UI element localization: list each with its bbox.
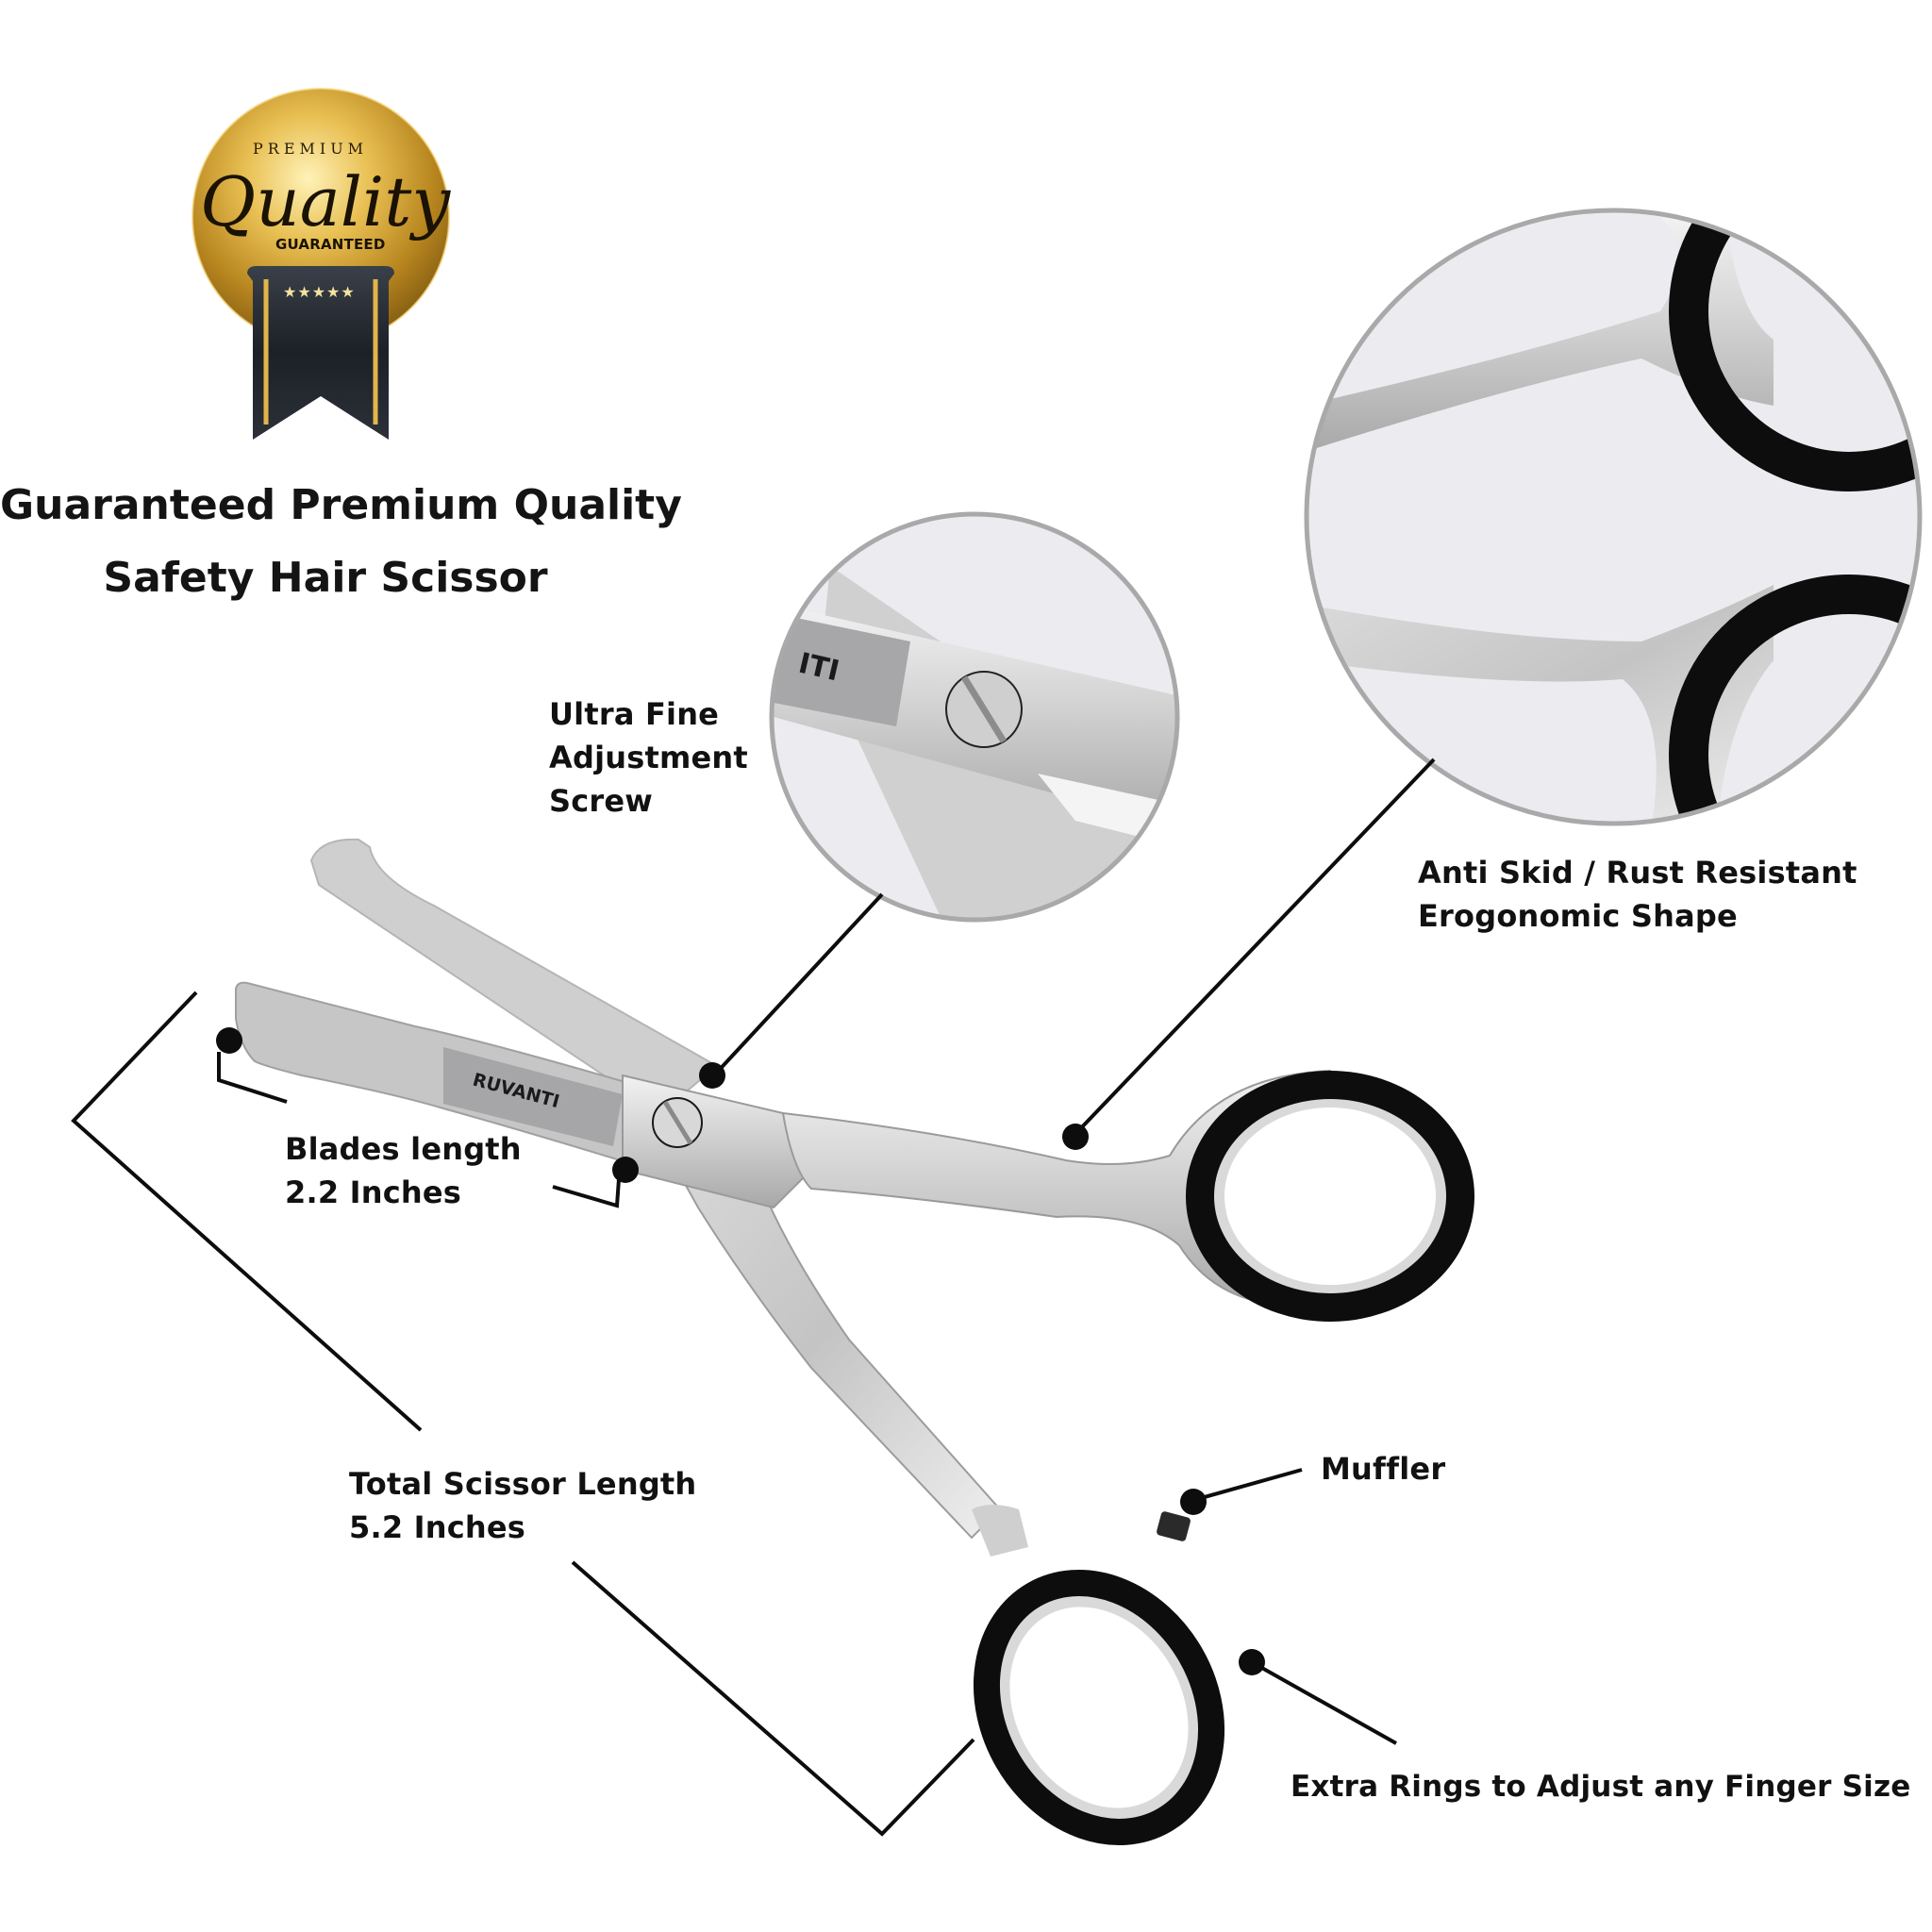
badge-top-text: PREMIUM [253,140,369,158]
headline-line-1: Guaranteed Premium Quality [0,481,682,529]
callout-lines [71,758,1436,1837]
inset-adjustment-screw: ITI [769,511,1180,923]
scissor-product-image: RUVANTI [235,838,1474,1845]
badge-bottom-text: GUARANTEED [275,236,386,253]
headline: Guaranteed Premium Quality Safety Hair S… [0,481,682,602]
callout-adjustment-screw: Ultra Fine Adjustment Screw [549,696,748,819]
badge-script-text: Quality [200,162,451,242]
muffler-nub [1157,1511,1191,1541]
headline-line-2: Safety Hair Scissor [103,554,548,602]
callout-total-length: Total Scissor Length 5.2 Inches [349,1466,697,1545]
callout-anti-skid: Anti Skid / Rust Resistant Erogonomic Sh… [1418,855,1857,934]
badge-stars-icon: ★★★★★ [283,283,356,301]
inset-ergonomic-handle [1304,208,1923,826]
callout-blades-length: Blades length 2.2 Inches [285,1131,522,1210]
callout-extra-rings: Extra Rings to Adjust any Finger Size [1291,1770,1911,1804]
premium-quality-badge-icon [192,88,450,440]
callout-muffler: Muffler [1321,1451,1446,1487]
